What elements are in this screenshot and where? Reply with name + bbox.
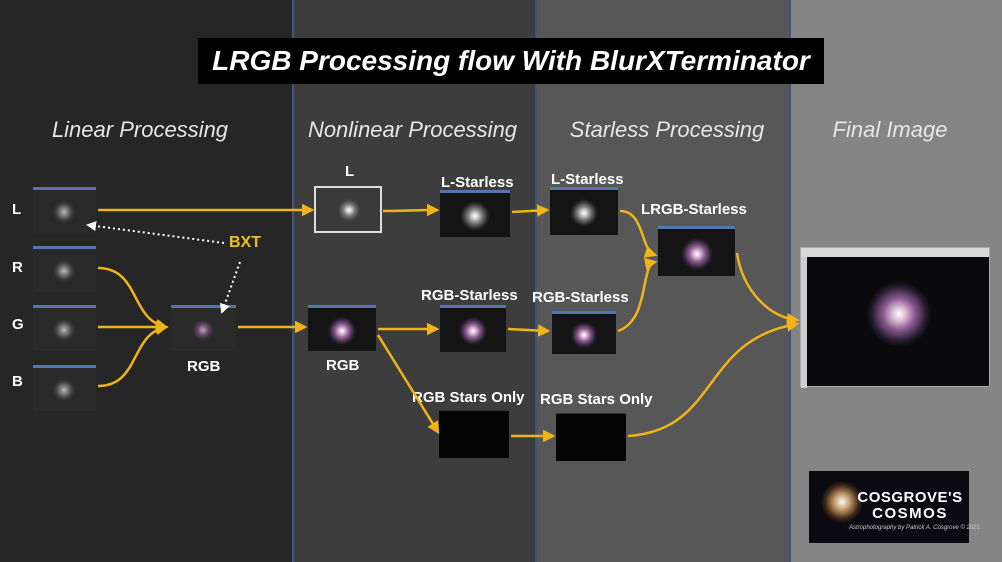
arrow-stars-to-final bbox=[627, 319, 800, 438]
thumbnail-l-nonlinear bbox=[314, 186, 382, 233]
arrow-rgb-to-stars bbox=[376, 334, 440, 435]
arrow-rgb-starless-to-lrgb bbox=[617, 257, 658, 333]
arrow-l-starless-to-lrgb bbox=[619, 209, 658, 258]
galaxy-icon bbox=[460, 201, 490, 231]
swirl-icon bbox=[821, 481, 863, 523]
rgb-starless-label-1: RGB-Starless bbox=[421, 287, 518, 304]
thumbnail-b-linear bbox=[33, 365, 96, 411]
galaxy-icon bbox=[571, 322, 597, 348]
channel-label-g: G bbox=[12, 316, 24, 333]
logo-text-line1: COSGROVE'S bbox=[857, 489, 963, 506]
arrow-l-starless-chain bbox=[511, 204, 550, 217]
thumbnail-l-starless-2 bbox=[550, 187, 618, 235]
arrow-b-to-rgb bbox=[97, 322, 169, 388]
galaxy-icon bbox=[53, 379, 75, 401]
channel-label-r: R bbox=[12, 259, 23, 276]
l-starless-label-1: L-Starless bbox=[441, 174, 514, 191]
galaxy-icon bbox=[192, 319, 214, 341]
rgb-stars-label-1: RGB Stars Only bbox=[412, 389, 525, 406]
dotted-arrow-bxt-to-rgb bbox=[220, 261, 241, 314]
rgb-nonlinear-label: RGB bbox=[326, 357, 360, 374]
thumbnail-rgb-starless-1 bbox=[440, 305, 506, 352]
bxt-label: BXT bbox=[229, 234, 261, 251]
thumbnail-rgb-stars-2 bbox=[556, 413, 626, 461]
galaxy-icon bbox=[53, 260, 75, 282]
lrgb-starless-label: LRGB-Starless bbox=[641, 201, 747, 218]
thumbnail-g-linear bbox=[33, 305, 96, 351]
rgb-starless-label-2: RGB-Starless bbox=[532, 289, 629, 306]
thumbnail-l-starless-1 bbox=[440, 190, 510, 237]
l-starless-label-2: L-Starless bbox=[551, 171, 624, 188]
window-sidebar bbox=[801, 257, 807, 388]
cosgroves-cosmos-logo: COSGROVE'S COSMOS Astrophotography by Pa… bbox=[809, 471, 980, 543]
dotted-arrow-bxt-to-l bbox=[86, 221, 225, 244]
rgb-stars-label-2: RGB Stars Only bbox=[540, 391, 653, 408]
l-nonlinear-label: L bbox=[345, 163, 355, 180]
arrow-r-to-rgb bbox=[97, 266, 169, 332]
galaxy-icon bbox=[681, 238, 713, 270]
logo-text-line2: COSMOS bbox=[872, 505, 948, 522]
nonlinear-panel bbox=[292, 0, 537, 562]
galaxy-icon bbox=[53, 319, 75, 341]
galaxy-icon bbox=[459, 317, 487, 345]
galaxy-icon bbox=[570, 199, 598, 227]
thumbnail-r-linear bbox=[33, 246, 96, 292]
channel-label-b: B bbox=[12, 373, 23, 390]
galaxy-icon bbox=[337, 198, 361, 222]
diagram-title: LRGB Processing flow With BlurXTerminato… bbox=[198, 38, 824, 84]
final-image bbox=[800, 247, 990, 388]
stage-final: Final Image bbox=[832, 117, 948, 142]
stage-starless: Starless Processing bbox=[569, 117, 765, 142]
stage-nonlinear: Nonlinear Processing bbox=[307, 117, 518, 142]
rgb-linear-label: RGB bbox=[187, 358, 221, 375]
galaxy-icon bbox=[328, 317, 356, 345]
window-titlebar bbox=[801, 248, 989, 257]
arrow-lrgb-to-final bbox=[735, 252, 800, 326]
logo-tagline: Astrophotography by Patrick A. Cosgrove … bbox=[849, 525, 980, 531]
starless-panel bbox=[535, 0, 791, 562]
stage-linear: Linear Processing bbox=[51, 117, 229, 142]
channel-label-l: L bbox=[12, 201, 22, 218]
thumbnail-rgb-stars-1 bbox=[439, 410, 509, 458]
thumbnail-l-linear bbox=[33, 187, 96, 233]
arrow-rgb-starless-chain bbox=[507, 324, 551, 337]
thumbnail-lrgb-starless bbox=[658, 226, 735, 276]
galaxy-icon bbox=[867, 282, 931, 346]
thumbnail-rgb-starless-2 bbox=[552, 311, 616, 354]
arrow-l-to-l-starless bbox=[382, 203, 440, 217]
thumbnail-rgb-nonlinear bbox=[308, 305, 376, 351]
galaxy-icon bbox=[53, 201, 75, 223]
